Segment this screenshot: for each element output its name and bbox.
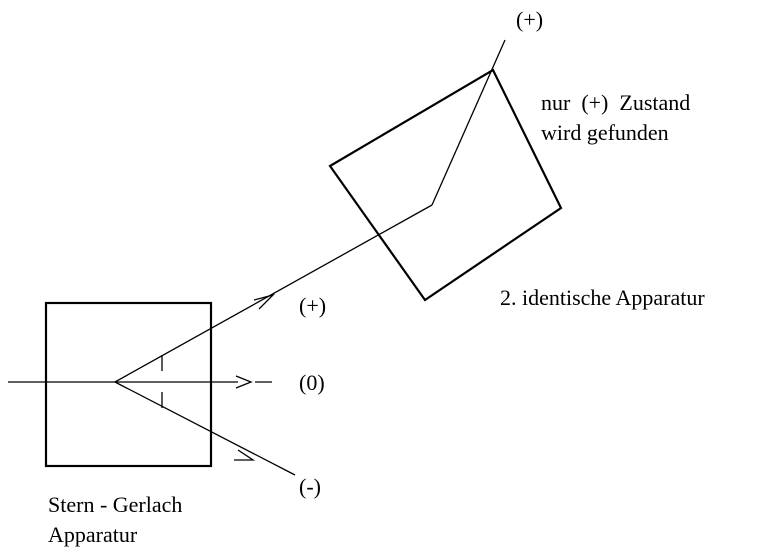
label-plus: (+) — [299, 293, 326, 318]
second-output-label: (+) — [516, 7, 543, 32]
arrowhead-minus — [234, 449, 256, 461]
beam-minus — [114, 381, 296, 476]
first-apparatus-caption-line2: Apparatur — [48, 522, 138, 547]
label-zero: (0) — [299, 370, 325, 395]
result-text-line2: wird gefunden — [541, 120, 669, 145]
second-output-beam — [431, 39, 506, 206]
second-apparatus-caption: 2. identische Apparatur — [500, 285, 705, 310]
arrowhead-plus — [253, 293, 276, 310]
label-minus: (-) — [299, 474, 321, 499]
first-apparatus-box — [44, 301, 213, 468]
arrowhead-zero — [235, 375, 253, 389]
first-apparatus-caption-line1: Stern - Gerlach — [48, 492, 182, 517]
second-apparatus-box — [328, 68, 563, 302]
result-text-line1: nur (+) Zustand — [541, 90, 690, 115]
